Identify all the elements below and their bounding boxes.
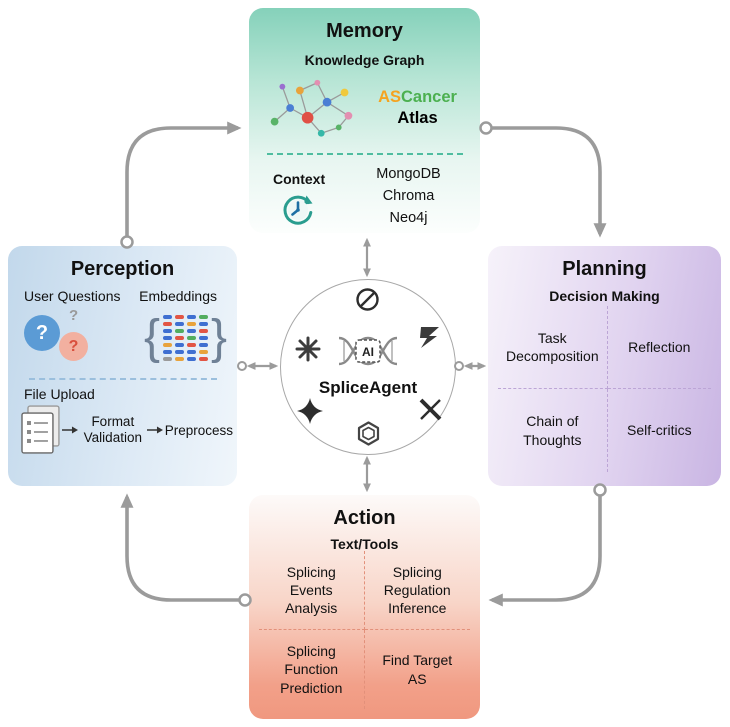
grok-icon (356, 288, 379, 311)
planning-item: Reflection (607, 306, 711, 389)
database-item: MongoDB (376, 166, 441, 182)
action-item: Splicing Regulation Inference (364, 551, 470, 630)
question-mark-gray: ? (69, 307, 79, 324)
connector-dot (237, 361, 247, 371)
brand-atlas: Atlas (397, 109, 438, 127)
ai-chip-label: AI (362, 345, 374, 359)
arrow-start-dot (593, 483, 607, 497)
memory-divider (266, 153, 463, 155)
file-upload-flow: Format Validation Preprocess (8, 402, 237, 455)
memory-panel: Memory Knowledge Graph (249, 8, 480, 233)
connector-dot (454, 361, 464, 371)
arrow-memory-to-planning (492, 126, 607, 238)
brace-right: } (210, 311, 227, 365)
question-bubble-pink: ? (59, 332, 88, 361)
database-item: Chroma (382, 187, 435, 204)
question-bubble-blue: ? (24, 315, 60, 351)
planning-item: Chain of Thoughts (498, 389, 608, 472)
action-item: Find Target AS (382, 652, 453, 687)
knowledge-graph-icon (270, 79, 353, 137)
context-label: Context (273, 171, 326, 187)
format-validation-label: Format Validation (83, 414, 142, 445)
perception-panel: Perception User Questions Embeddings ? ?… (8, 246, 237, 486)
action-subtitle: Text/Tools (330, 536, 399, 552)
user-questions-label: User Questions (24, 288, 121, 304)
memory-title: Memory (326, 20, 403, 42)
embeddings-label: Embeddings (139, 288, 217, 304)
dna-ai-icon: AI (338, 336, 398, 366)
document-icon (21, 405, 60, 454)
ascancer-atlas-label: ASCancer Atlas (363, 87, 472, 128)
action-item: Splicing Events Analysis (259, 551, 365, 630)
arrow-start-dot (479, 121, 493, 135)
x-ai-icon (419, 398, 442, 421)
perception-divider (28, 378, 217, 380)
embeddings-icon: { } (143, 311, 227, 365)
planning-grid: Task Decomposition Reflection Chain of T… (498, 306, 711, 472)
file-upload-label: File Upload (24, 386, 95, 402)
action-item: Splicing Function Prediction (259, 630, 365, 709)
spliceagent-core: AI SpliceAgent (280, 279, 456, 455)
preprocess-label: Preprocess (164, 422, 233, 438)
action-panel: Action Text/Tools Splicing Events Analys… (249, 495, 480, 719)
action-grid: Splicing Events Analysis Splicing Regula… (259, 551, 470, 709)
planning-item: Self-critics (627, 422, 692, 439)
arrow-action-to-perception (120, 493, 239, 602)
ai-logo-icon (420, 327, 439, 348)
arrow-planning-to-action (488, 496, 602, 607)
knowledge-graph-row: ASCancer Atlas (249, 70, 480, 146)
planning-panel: Planning Decision Making Task Decomposit… (488, 246, 721, 486)
embedding-bars (162, 314, 208, 362)
knowledge-graph-title: Knowledge Graph (304, 52, 425, 68)
brace-left: { (143, 311, 160, 365)
database-item: Neo4j (389, 209, 428, 226)
history-clock-icon (283, 195, 313, 225)
database-list: MongoDB Chroma Neo4j (351, 164, 480, 229)
planning-subtitle: Decision Making (549, 288, 660, 304)
gemini-star-icon (297, 398, 323, 424)
openai-icon (357, 421, 380, 446)
question-bubbles-icon: ? ? ? (22, 307, 102, 367)
perception-title: Perception (70, 258, 175, 280)
claude-asterisk-icon (295, 336, 321, 362)
brand-as: AS (378, 88, 401, 107)
flow-arrow-icon (61, 426, 78, 434)
planning-title: Planning (562, 258, 647, 280)
brand-cancer: Cancer (400, 88, 457, 107)
action-title: Action (333, 507, 396, 529)
planning-item: Task Decomposition (498, 306, 608, 389)
context-row: Context MongoDB Chroma Neo4j (249, 162, 480, 229)
flow-arrow-icon (146, 426, 163, 434)
arrow-perception-to-memory (125, 121, 242, 236)
spliceagent-label: SpliceAgent (318, 378, 418, 397)
